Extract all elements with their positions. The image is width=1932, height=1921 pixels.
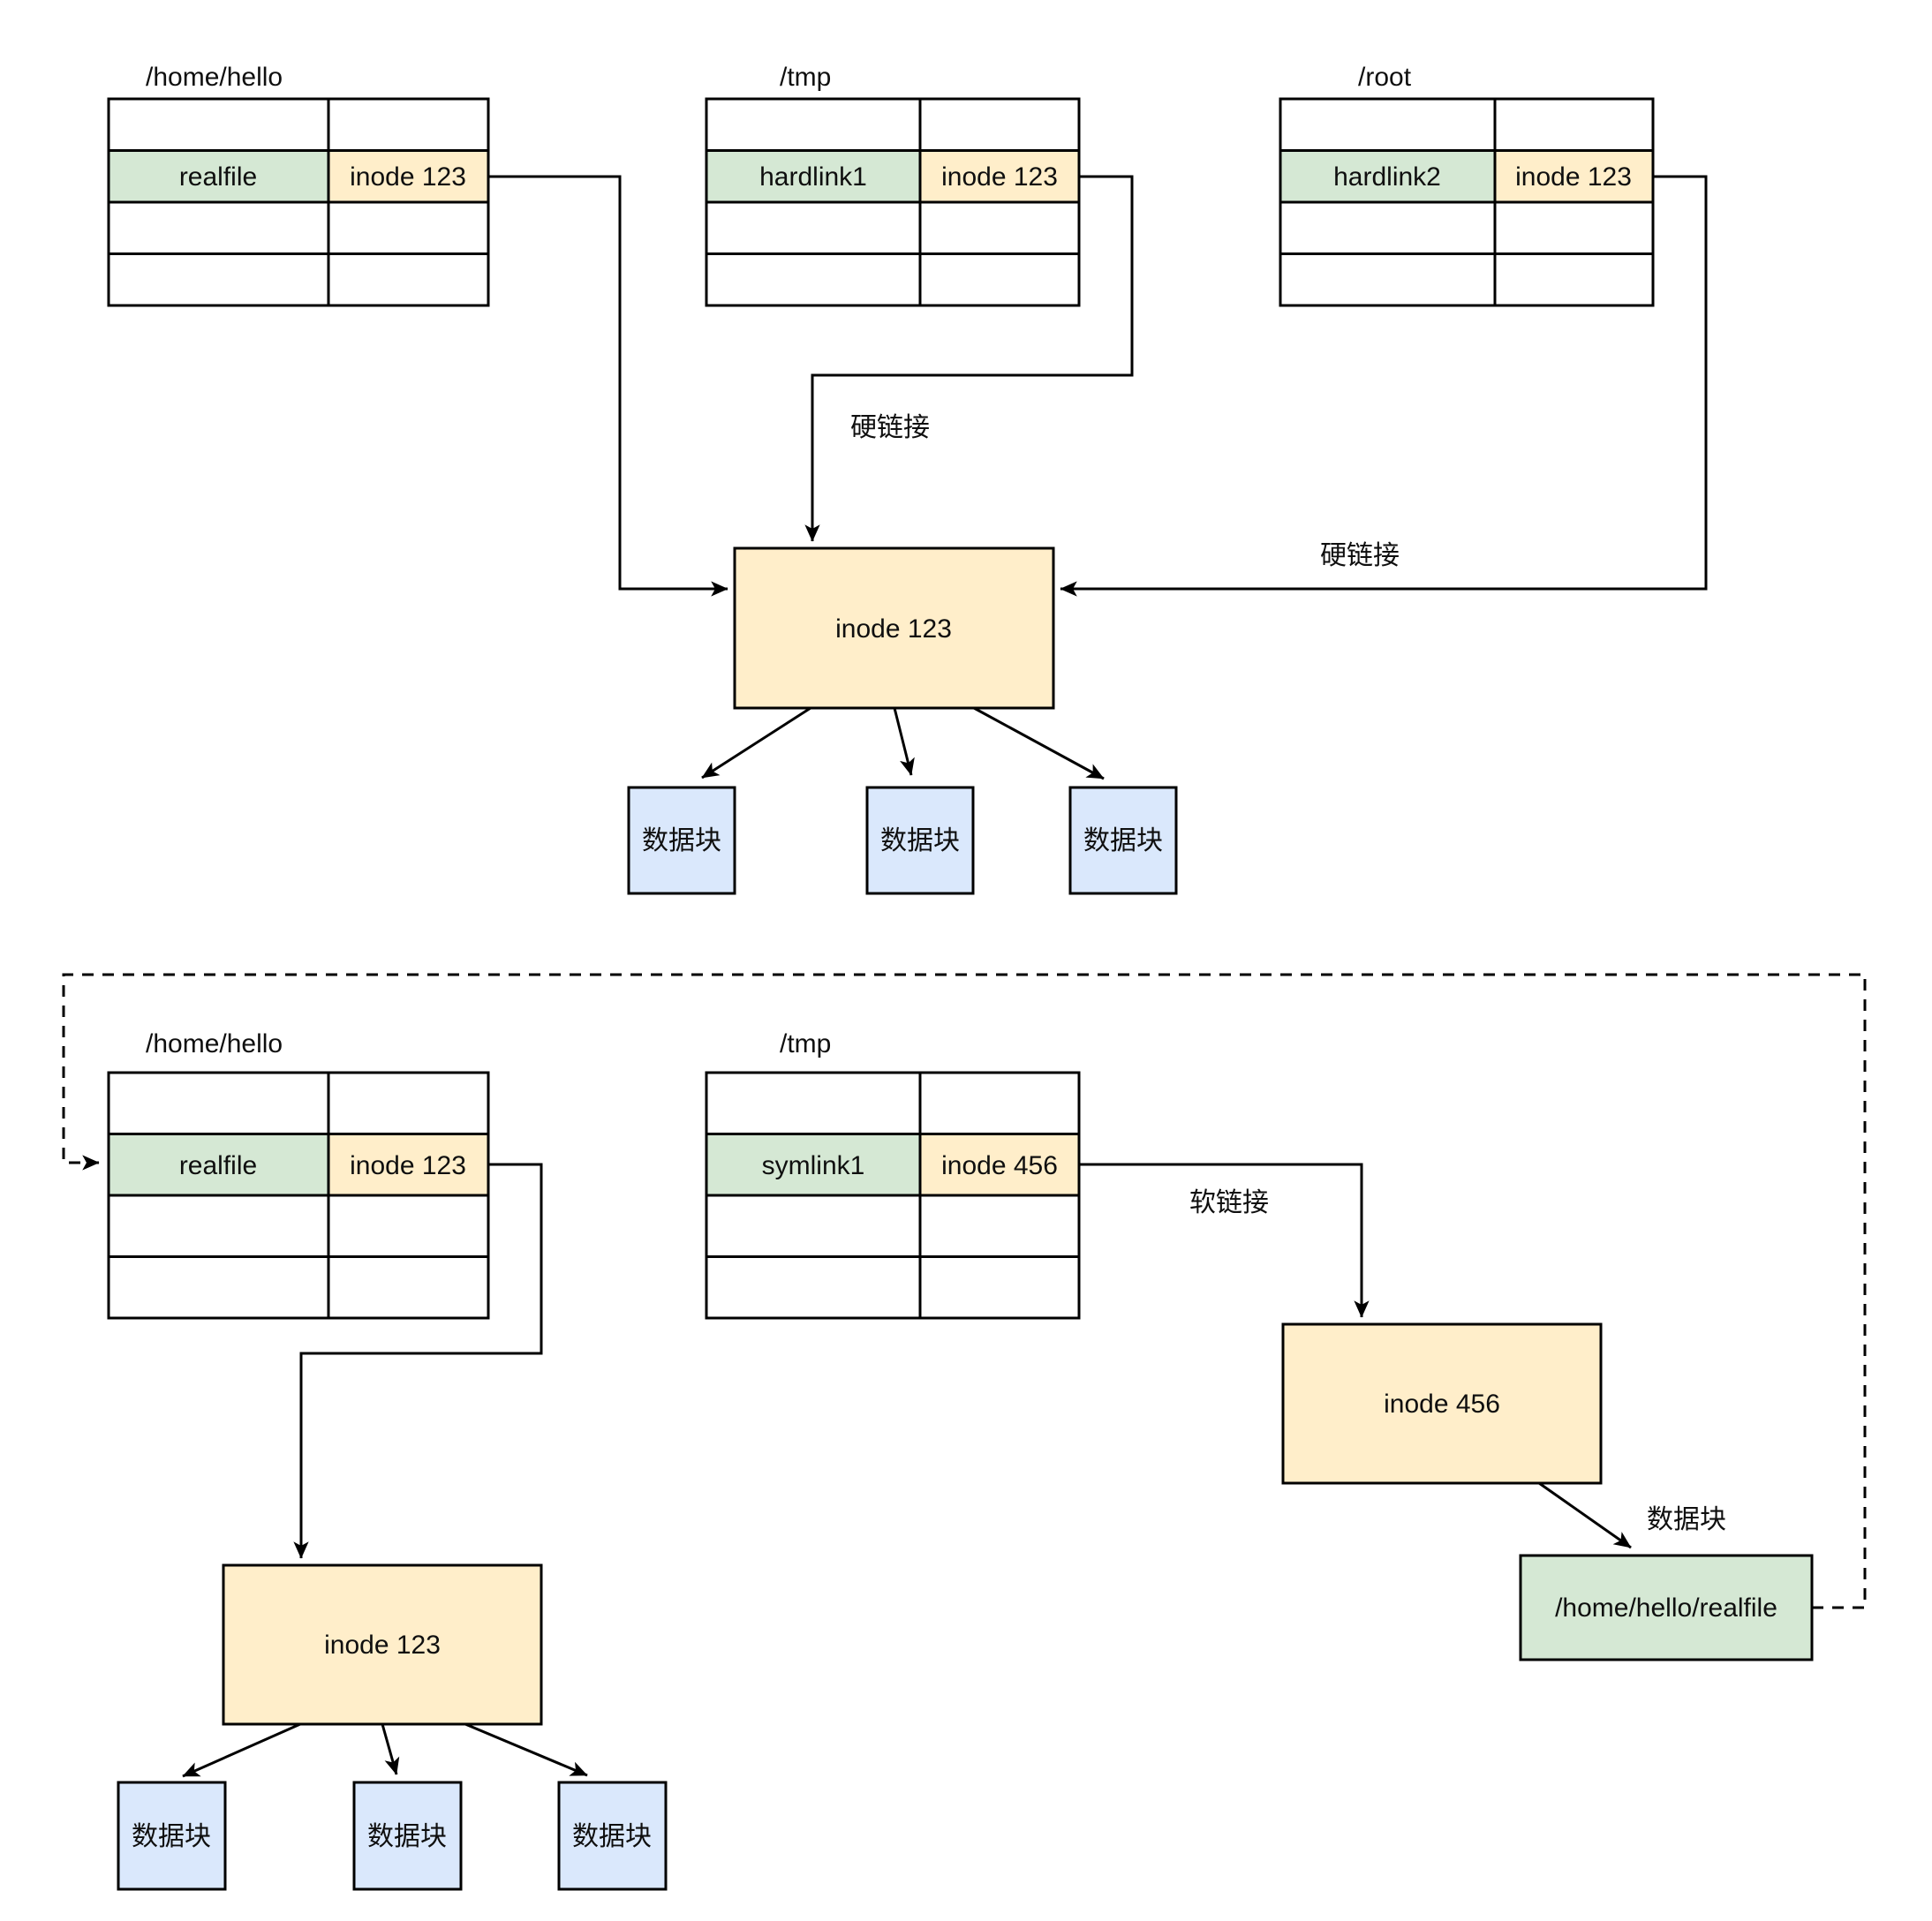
target-path-label: /home/hello/realfile <box>1555 1593 1777 1623</box>
table-grid <box>706 1073 1079 1318</box>
data-block-3-top: 数据块 <box>1068 786 1178 895</box>
entry-label: realfile <box>179 162 257 192</box>
inode-box-rect <box>1281 1322 1603 1485</box>
data-block-1-bottom: 数据块 <box>117 1781 227 1891</box>
datablock-label-symlink: 数据块 <box>1647 1505 1726 1534</box>
inode-box-123-top: inode 123 <box>733 546 1055 710</box>
dir-table-tmp-top: hardlink1 inode 123 <box>705 97 1081 307</box>
hardlink-arrow-realfile <box>488 175 728 597</box>
table-grid <box>109 99 488 305</box>
dir-title-root-top: /root <box>1358 63 1412 92</box>
inode-box-456: inode 456 <box>1281 1322 1603 1485</box>
datablock-arrow-1 <box>701 706 811 780</box>
cell-inode-123 <box>327 1133 490 1197</box>
table-grid <box>706 99 1079 305</box>
entry-label: symlink1 <box>762 1151 865 1180</box>
symlink-inode-arrow <box>1079 1163 1370 1318</box>
dir-table-home-hello-top: realfile inode 123 <box>107 97 490 307</box>
data-block-label: 数据块 <box>572 1822 652 1851</box>
cell-entry-symlink1 <box>705 1133 922 1197</box>
dir-table-home-hello-bottom: realfile inode 123 <box>107 1071 490 1320</box>
data-block-2-top: 数据块 <box>865 786 975 895</box>
dir-table-root-top: hardlink2 inode 123 <box>1279 97 1655 307</box>
inode-box-label: inode 456 <box>1384 1390 1500 1419</box>
dir-title-tmp-top: /tmp <box>780 63 831 92</box>
data-block-rect <box>1068 786 1178 895</box>
datablock-arrow-2 <box>893 707 915 776</box>
entry-label: realfile <box>179 1151 257 1180</box>
target-path-rect <box>1519 1554 1814 1661</box>
inode-label: inode 123 <box>350 1151 466 1180</box>
datablock-arrow-1 <box>182 1722 301 1778</box>
inode456-target-arrow <box>1538 1481 1632 1549</box>
data-block-rect <box>865 786 975 895</box>
datablock-arrow-3 <box>464 1722 588 1777</box>
data-block-rect <box>352 1781 463 1891</box>
data-block-3-bottom: 数据块 <box>557 1781 668 1891</box>
hardlink-arrow-hardlink1 <box>804 175 1134 542</box>
data-block-1-top: 数据块 <box>627 786 736 895</box>
softlink-label: 软链接 <box>1189 1188 1269 1217</box>
entry-label: hardlink2 <box>1333 162 1441 192</box>
hardlink-label-tmp: 硬链接 <box>850 413 930 442</box>
entry-label: hardlink1 <box>759 162 867 192</box>
dir-title-home-hello-top: /home/hello <box>146 63 283 92</box>
data-block-rect <box>117 1781 227 1891</box>
datablock-arrow-3 <box>973 706 1105 780</box>
datablock-arrow-2 <box>381 1723 400 1775</box>
dir-title-tmp-bottom: /tmp <box>780 1029 831 1058</box>
inode-label: inode 123 <box>350 162 466 192</box>
data-block-label: 数据块 <box>642 826 721 855</box>
dir-title-home-hello-bottom: /home/hello <box>146 1029 283 1058</box>
data-block-rect <box>627 786 736 895</box>
data-block-rect <box>557 1781 668 1891</box>
inode-box-rect <box>222 1563 543 1726</box>
symlink-target-dashed-loop <box>62 973 1867 1609</box>
inode-label: inode 123 <box>1515 162 1632 192</box>
cell-entry-realfile <box>107 149 330 204</box>
dir-table-tmp-bottom: symlink1 inode 456 <box>705 1071 1081 1320</box>
data-block-label: 数据块 <box>1083 826 1163 855</box>
data-block-label: 数据块 <box>367 1822 447 1851</box>
hardlink-arrow-hardlink2 <box>1060 175 1708 597</box>
hardlink-label-root: 硬链接 <box>1320 541 1400 570</box>
inode-box-label: inode 123 <box>835 614 952 644</box>
data-block-2-bottom: 数据块 <box>352 1781 463 1891</box>
inode-box-123-bottom: inode 123 <box>222 1563 543 1726</box>
inode-box-label: inode 123 <box>324 1631 441 1660</box>
target-path-box: /home/hello/realfile <box>1519 1554 1814 1661</box>
table-grid <box>109 1073 488 1318</box>
inode-label: inode 123 <box>941 162 1058 192</box>
data-block-label: 数据块 <box>132 1822 211 1851</box>
inode-box-rect <box>733 546 1055 710</box>
realfile-inode-arrow <box>293 1163 543 1559</box>
data-block-label: 数据块 <box>880 826 960 855</box>
table-grid <box>1280 99 1653 305</box>
inode-label: inode 456 <box>941 1151 1058 1180</box>
